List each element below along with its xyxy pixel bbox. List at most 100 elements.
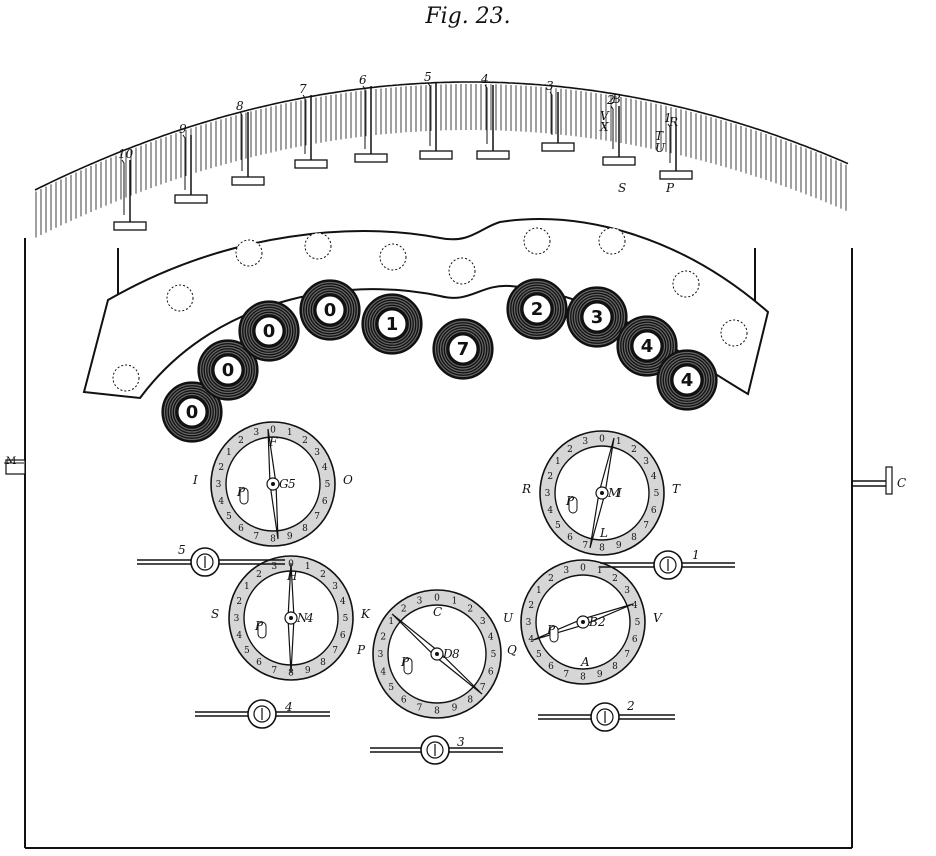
- dial-hub-label: N: [296, 611, 308, 625]
- key-number: 9: [179, 122, 187, 136]
- key-spring: [427, 82, 431, 146]
- dial-digit: 6: [340, 631, 346, 641]
- wheel-ring: [209, 351, 247, 389]
- wheel-ring: [658, 351, 716, 409]
- wheel-ring: [623, 322, 671, 370]
- wheel-face: [254, 316, 284, 346]
- dial-center-label: 2: [597, 615, 606, 629]
- dial-digit: 3: [526, 618, 532, 628]
- key-7: 7: [294, 82, 328, 169]
- dial-digit: 5: [226, 512, 232, 522]
- key-spring: [182, 134, 186, 190]
- dial-pin-slot: [257, 621, 267, 639]
- dial-digit: 1: [244, 582, 250, 592]
- dial-digit: 3: [624, 586, 630, 596]
- dial-digit: 6: [401, 696, 407, 706]
- crank-2: 2: [538, 699, 675, 732]
- dial-digit: 3: [234, 614, 240, 624]
- band-hole: [304, 232, 332, 260]
- dial-upper-label: C: [433, 605, 442, 619]
- dial-pin-slot: [568, 496, 578, 514]
- dial-digit: 2: [256, 570, 262, 580]
- wheel-face: [377, 309, 407, 339]
- dial-digit: 1: [616, 437, 622, 447]
- figure-title: Fig. 23.: [425, 4, 511, 29]
- dial-pin-label: P: [236, 485, 246, 499]
- dial-left-label: R: [521, 482, 531, 496]
- key-button: [294, 159, 328, 169]
- dial-digit: 7: [582, 541, 588, 551]
- key-spring: [121, 159, 125, 215]
- crank-5: 5: [137, 543, 285, 577]
- dial-digit: 8: [302, 524, 308, 534]
- dial-digit: 2: [528, 601, 534, 611]
- key-button: [231, 176, 265, 186]
- dial-digit: 3: [216, 480, 222, 490]
- wheel-digit: 0: [186, 402, 199, 423]
- dial-digit: 5: [555, 521, 561, 531]
- dial-digit: 9: [305, 666, 311, 676]
- number-wheel: 0: [161, 381, 223, 443]
- dial-digit: 6: [488, 668, 494, 678]
- key-letter-x: X: [599, 120, 609, 134]
- band-hole: [448, 257, 476, 285]
- dial-digit: 1: [226, 448, 232, 458]
- dial-digit: 8: [434, 707, 440, 717]
- dial-digit: 0: [434, 594, 440, 604]
- wheel-face: [632, 331, 662, 361]
- wheel-ring: [202, 344, 254, 396]
- dial-digit: 8: [612, 662, 618, 672]
- dial-digit: 1: [287, 428, 293, 438]
- key-number: 8: [236, 99, 244, 113]
- dial-digit: 9: [287, 532, 293, 542]
- crank-label: 1: [692, 548, 700, 562]
- wheel-ring: [442, 328, 484, 370]
- left-side-label: M: [6, 456, 16, 467]
- key-spring: [667, 123, 671, 163]
- dial-digit: 3: [480, 617, 486, 627]
- wheel-digit: 0: [324, 300, 337, 321]
- wheel-face: [672, 365, 702, 395]
- dial-hub-center: [581, 620, 585, 624]
- dial-hub-label: M: [607, 486, 621, 500]
- wheel-digit: 0: [222, 360, 235, 381]
- wheel-ring: [248, 310, 290, 352]
- band-hole: [379, 243, 407, 271]
- wheel-ring: [207, 349, 249, 391]
- dial-digit: 8: [288, 669, 294, 679]
- dial-pin-label: P: [400, 655, 410, 669]
- band-hole: [112, 364, 140, 392]
- wheel-ring: [661, 354, 713, 406]
- wheel-digit: 7: [457, 339, 470, 360]
- key-button: [602, 156, 636, 166]
- dial-hub-center: [435, 652, 439, 656]
- number-wheel: 2: [506, 278, 568, 340]
- key-number: 6: [359, 73, 367, 87]
- dial-digit: 5: [491, 650, 497, 660]
- dial-hub-center: [271, 482, 275, 486]
- wheel-ring: [204, 346, 252, 394]
- crank-label: 2: [626, 699, 635, 713]
- key-number: 3: [546, 79, 554, 93]
- dial-left-label: P: [356, 643, 366, 657]
- dial-digit: 1: [305, 562, 311, 572]
- key-button: [541, 142, 575, 152]
- wheel-face: [522, 294, 552, 324]
- wheel-ring: [309, 289, 351, 331]
- wheel-digit: 3: [591, 307, 604, 328]
- key-spring: [239, 111, 243, 171]
- dial-digit: 5: [325, 480, 331, 490]
- dial-center-label: I: [616, 486, 622, 500]
- number-wheel: 1: [361, 293, 423, 355]
- dial-digit: 0: [270, 426, 276, 436]
- wheel-ring: [311, 291, 349, 329]
- dial-digit: 2: [567, 445, 573, 455]
- dial-digit: 8: [270, 535, 276, 545]
- dial-digit: 4: [322, 463, 328, 473]
- dial-digit: 4: [236, 631, 242, 641]
- wheel-ring: [163, 383, 221, 441]
